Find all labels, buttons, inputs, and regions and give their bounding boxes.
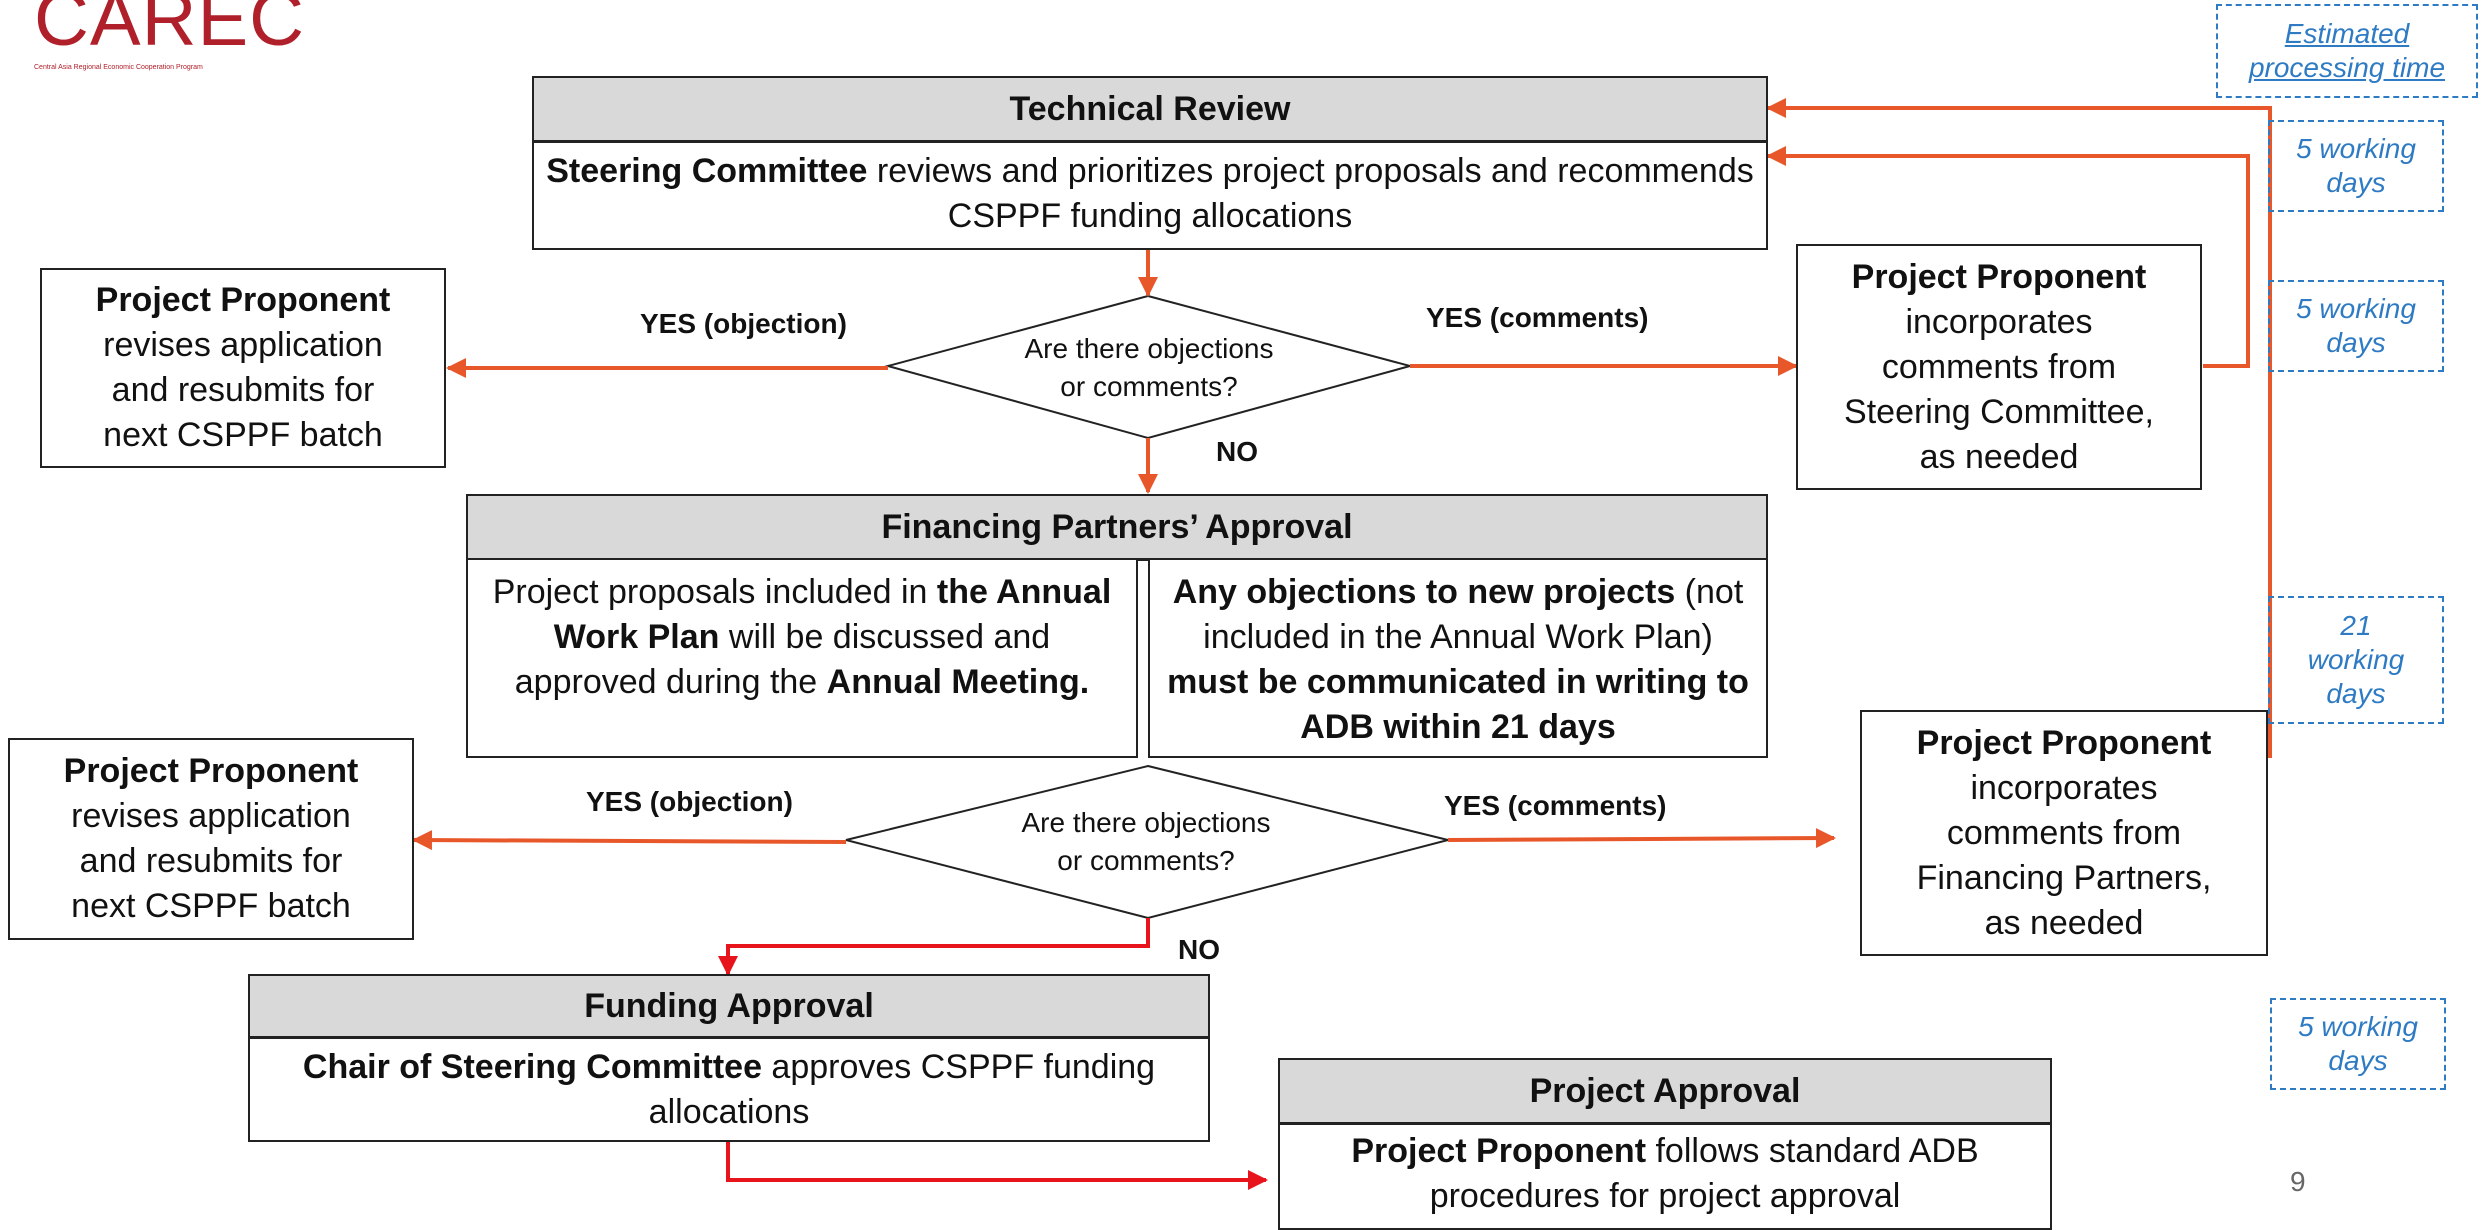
logo-tagline: Central Asia Regional Economic Cooperati… <box>34 64 203 71</box>
arrow-incorporate1-return <box>1766 146 2250 368</box>
processing-time-header: Estimated processing time <box>2216 4 2478 98</box>
arrow-incorporate2-return <box>1766 98 2272 758</box>
decision1-objection-label: YES (objection) <box>640 308 847 339</box>
decision2-no-label: NO <box>1178 934 1220 965</box>
funding-approval-body: Chair of Steering Committee approves CSP… <box>302 1048 1156 1131</box>
project-approval-title: Project Approval <box>1280 1060 2050 1125</box>
proponent-revise-box-1: Project Proponent revises application an… <box>40 268 446 468</box>
financing-approval-title: Financing Partners’ Approval <box>468 496 1766 561</box>
carec-logo: CAREC Central Asia Regional Economic Coo… <box>34 0 306 72</box>
decision1-no-label: NO <box>1216 436 1258 467</box>
proponent-revise-box-2: Project Proponent revises application an… <box>8 738 414 940</box>
technical-review-body: Steering Committee reviews and prioritiz… <box>546 152 1754 235</box>
technical-review-box: Technical Review Steering Committee revi… <box>532 76 1768 250</box>
funding-approval-title: Funding Approval <box>250 976 1208 1039</box>
financing-approval-header: Financing Partners’ Approval <box>466 494 1768 561</box>
logo-wordmark: CAREC <box>34 0 306 62</box>
arrow-decision2-comments <box>1447 828 1836 849</box>
page-number: 9 <box>2290 1166 2306 1197</box>
proponent-incorporate-box-1: Project Proponent incorporates comments … <box>1796 244 2202 490</box>
decision1-comments-label: YES (comments) <box>1426 302 1649 333</box>
decision2-question: Are there objections or comments? <box>1021 807 1271 876</box>
financing-approval-objections: Any objections to new projects (not incl… <box>1148 558 1768 758</box>
processing-time-financing-approval: 21 working days <box>2268 596 2444 724</box>
project-approval-box: Project Approval Project Proponent follo… <box>1278 1058 2052 1230</box>
decision2-objection-label: YES (objection) <box>586 786 793 817</box>
funding-approval-box: Funding Approval Chair of Steering Commi… <box>248 974 1210 1142</box>
decision2-comments-label: YES (comments) <box>1444 790 1667 821</box>
processing-time-technical-review: 5 working days <box>2268 120 2444 212</box>
decision1-question: Are there objections or comments? <box>1024 333 1274 402</box>
project-approval-body: Project Proponent follows standard ADB p… <box>1351 1132 1979 1215</box>
arrow-decision2-no <box>718 918 1150 976</box>
arrow-funding-to-project <box>726 1142 1268 1190</box>
processing-time-funding-approval: 5 working days <box>2270 998 2446 1090</box>
financing-approval-annual-plan: Project proposals included in the Annual… <box>466 558 1138 758</box>
arrow-decision2-objection <box>412 830 847 851</box>
proponent-incorporate-box-2: Project Proponent incorporates comments … <box>1860 710 2268 956</box>
processing-time-incorporate-comments: 5 working days <box>2268 280 2444 372</box>
technical-review-title: Technical Review <box>534 78 1766 143</box>
